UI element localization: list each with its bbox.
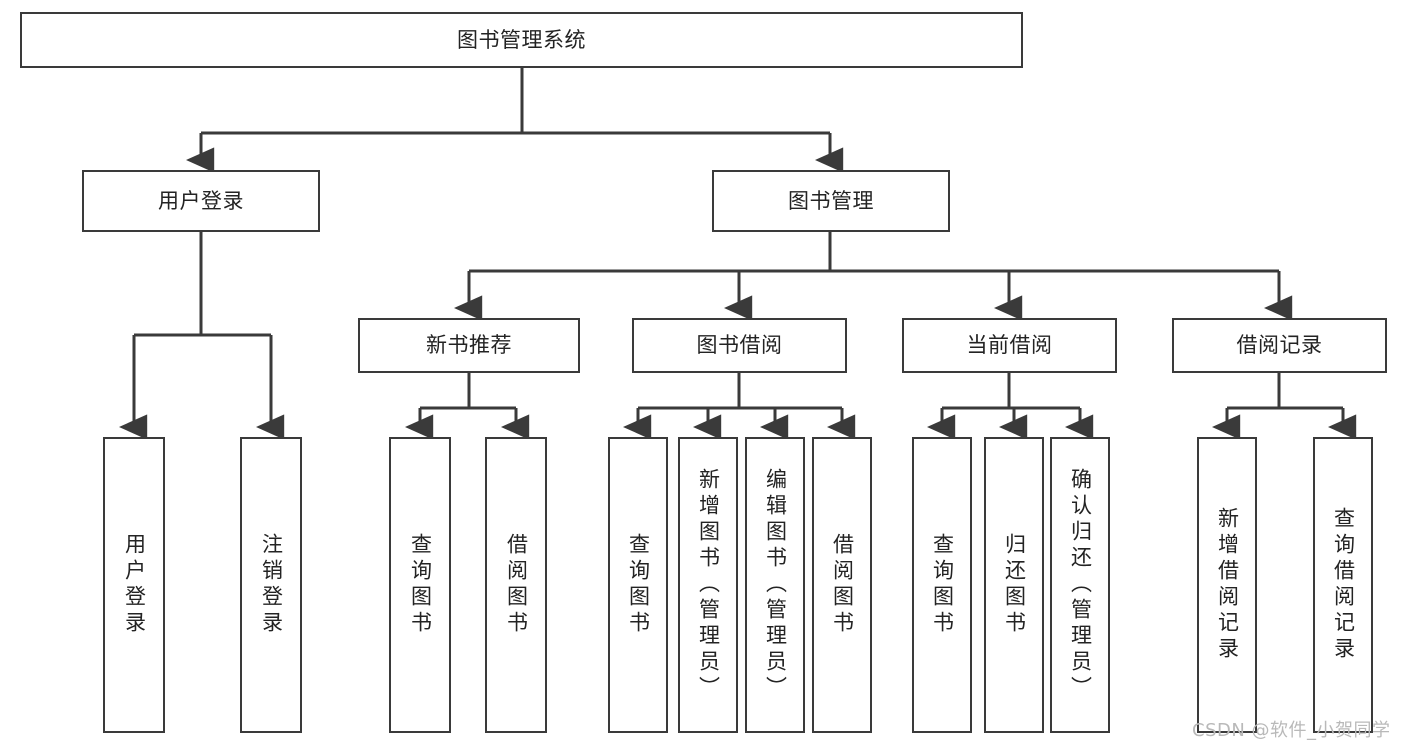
node-leaf-confirm-return-admin[interactable]: 确认归还（管理员） [1050,437,1110,733]
node-label: 查询图书 [408,533,433,637]
node-label: 用户登录 [158,188,244,213]
node-label: 借阅图书 [830,533,855,637]
node-leaf-query-book-borrow[interactable]: 查询图书 [608,437,668,733]
node-label: 图书管理 [788,188,874,213]
node-new-book-recommend[interactable]: 新书推荐 [358,318,580,373]
node-label: 查询图书 [930,533,955,637]
node-label: 图书管理系统 [457,27,586,52]
node-user-login[interactable]: 用户登录 [82,170,320,232]
node-book-manage[interactable]: 图书管理 [712,170,950,232]
node-label: 图书借阅 [696,333,783,358]
node-leaf-borrow-book-rec[interactable]: 借阅图书 [485,437,547,733]
node-current-borrow[interactable]: 当前借阅 [902,318,1117,373]
node-book-borrow[interactable]: 图书借阅 [632,318,847,373]
node-leaf-add-borrow-record[interactable]: 新增借阅记录 [1197,437,1257,733]
node-leaf-borrow-book[interactable]: 借阅图书 [812,437,872,733]
node-leaf-query-book-current[interactable]: 查询图书 [912,437,972,733]
watermark-text: CSDN @软件_小贺同学 [1192,720,1391,741]
node-label: 借阅记录 [1236,333,1323,358]
node-label: 借阅图书 [504,533,529,637]
node-label: 新增图书（管理员） [696,468,721,702]
node-root-system[interactable]: 图书管理系统 [20,12,1023,68]
node-label: 查询借阅记录 [1331,507,1356,663]
node-label: 新书推荐 [426,333,512,358]
node-leaf-user-logout[interactable]: 注销登录 [240,437,302,733]
node-borrow-record[interactable]: 借阅记录 [1172,318,1387,373]
node-label: 注销登录 [259,533,284,637]
node-leaf-return-book[interactable]: 归还图书 [984,437,1044,733]
node-label: 确认归还（管理员） [1068,468,1093,702]
node-leaf-add-book-admin[interactable]: 新增图书（管理员） [678,437,738,733]
node-label: 归还图书 [1002,533,1027,637]
node-label: 查询图书 [626,533,651,637]
node-label: 编辑图书（管理员） [763,468,788,702]
node-label: 新增借阅记录 [1215,507,1240,663]
node-leaf-user-login[interactable]: 用户登录 [103,437,165,733]
node-label: 当前借阅 [966,333,1053,358]
node-leaf-query-book-rec[interactable]: 查询图书 [389,437,451,733]
node-leaf-edit-book-admin[interactable]: 编辑图书（管理员） [745,437,805,733]
node-leaf-query-borrow-record[interactable]: 查询借阅记录 [1313,437,1373,733]
node-label: 用户登录 [122,533,147,637]
